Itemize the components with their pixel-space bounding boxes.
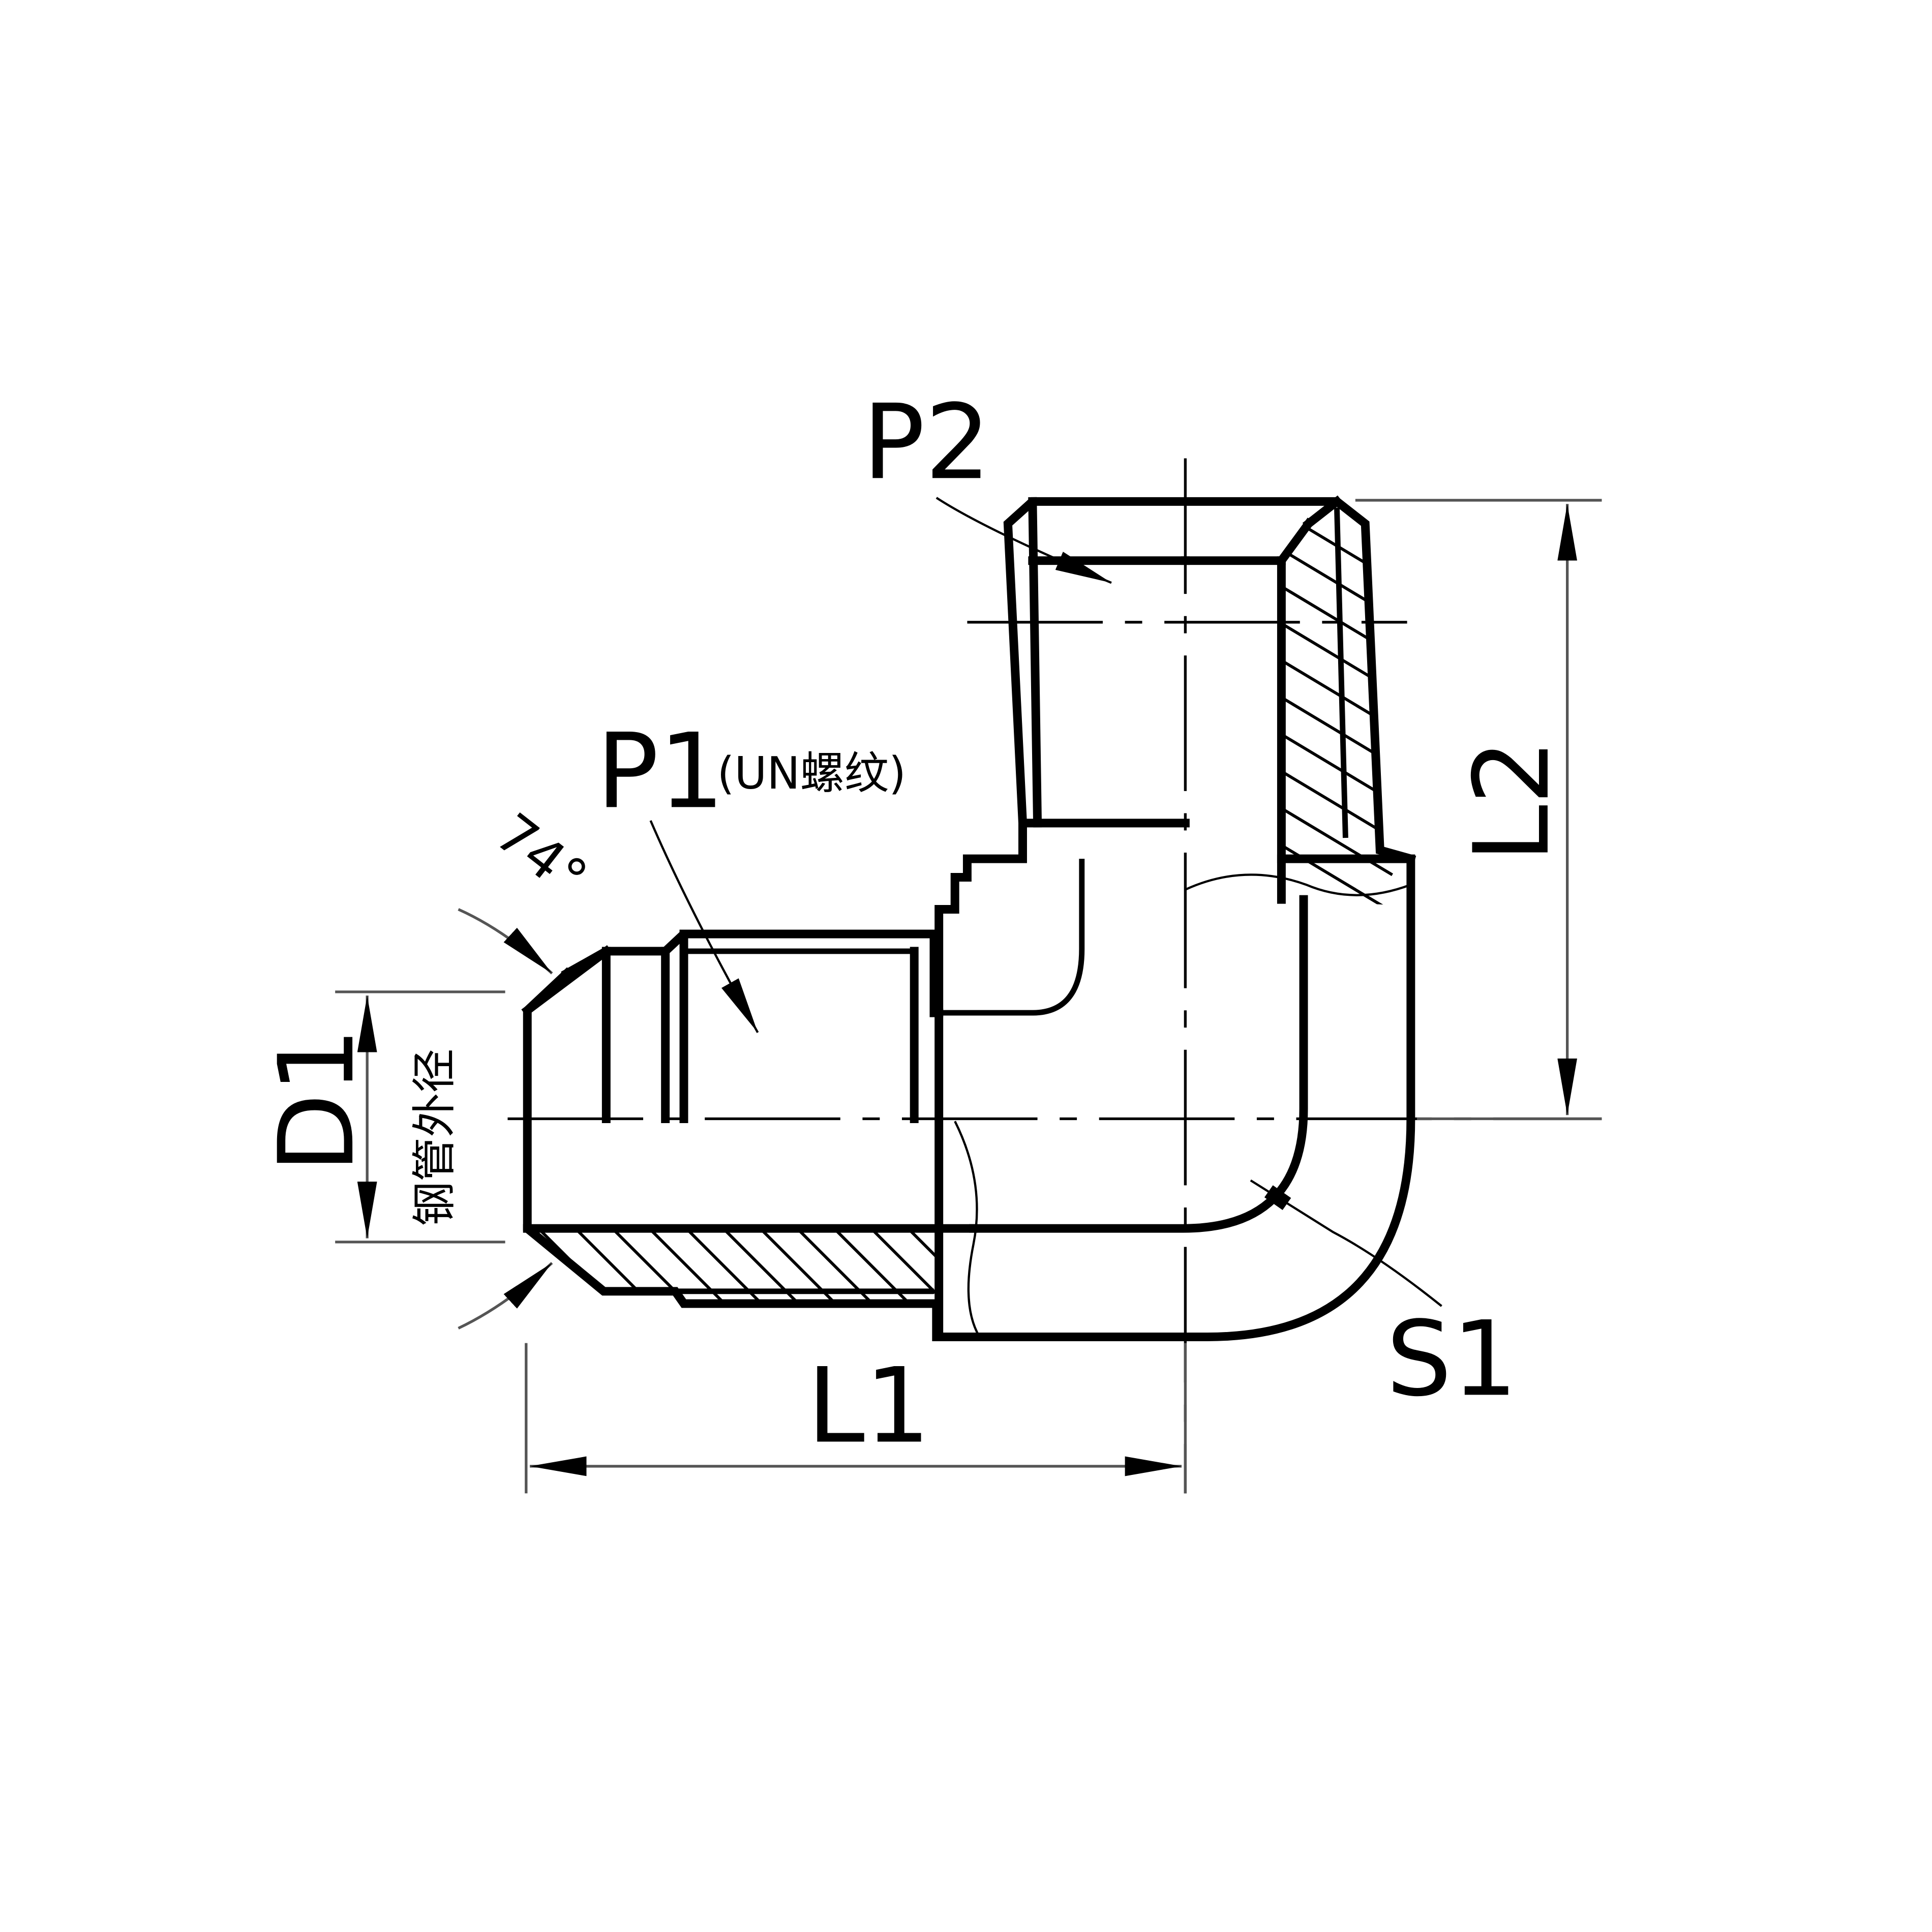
body-outline <box>934 819 1415 1341</box>
dimension-l2 <box>1355 499 1602 1121</box>
body-recess <box>939 859 1085 1016</box>
leader-p1 <box>649 820 759 1033</box>
pipe-chamfer-top <box>1302 495 1343 530</box>
label-p1-note: (UN螺纹) <box>717 747 906 799</box>
elbow-body <box>934 819 1415 1341</box>
break-line-top <box>1185 873 1411 896</box>
label-p2: P2 <box>862 382 990 503</box>
pipe-thread-inner-left <box>1028 497 1042 828</box>
label-p1: P1 <box>596 711 725 832</box>
label-s1: S1 <box>1386 1299 1518 1420</box>
pipe-chamfer <box>1275 518 1315 567</box>
label-l1: L1 <box>807 1346 930 1466</box>
dimension-l1 <box>525 1343 1187 1494</box>
leader-p2 <box>935 497 1112 584</box>
body-inner-passage <box>969 895 1308 1233</box>
flare-cone-edge <box>521 945 613 1017</box>
dimension-d1 <box>335 990 505 1244</box>
leader-s1-tick <box>1264 1185 1291 1211</box>
label-d1: D1 <box>257 1028 377 1173</box>
leader-s1 <box>1250 1179 1442 1307</box>
pipe-thread-root <box>1334 507 1348 838</box>
label-l2: L2 <box>1452 739 1573 862</box>
label-d1-note: 钢管外径 <box>409 1048 461 1226</box>
flare-end <box>521 929 978 1341</box>
break-line-left <box>954 1121 981 1338</box>
label-74-degree: 74° <box>484 802 598 911</box>
pipe-thread-end <box>1003 495 1416 906</box>
dimension-74deg <box>458 908 553 1330</box>
